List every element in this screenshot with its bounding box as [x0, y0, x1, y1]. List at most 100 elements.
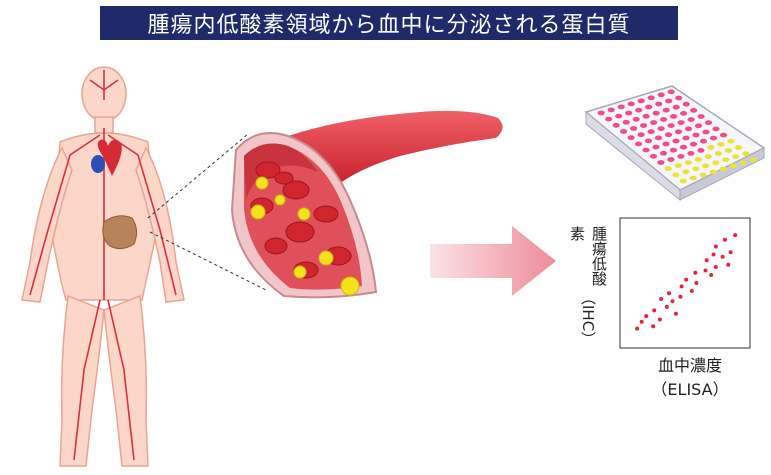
plate-well — [672, 139, 679, 144]
plate-well — [662, 142, 669, 147]
plate-well — [705, 154, 712, 159]
scatter-point — [714, 265, 718, 269]
plate-well — [660, 117, 667, 122]
plate-well — [685, 126, 692, 131]
plate-well — [712, 126, 719, 131]
plate-well — [673, 105, 680, 110]
scatter-ylabel-line: （IHC） — [577, 290, 599, 346]
plate-well — [688, 117, 695, 122]
scatter-point — [721, 255, 725, 259]
plate-well — [643, 114, 650, 119]
plate-well — [682, 136, 689, 141]
plate-well — [650, 154, 657, 159]
plate-well — [710, 136, 717, 141]
plate-well — [663, 108, 670, 113]
plate-well — [690, 108, 697, 113]
plate-well — [707, 145, 714, 150]
plate-well — [640, 123, 647, 128]
scatter-point — [712, 253, 716, 257]
plate-well — [682, 169, 689, 174]
plate-well — [690, 176, 697, 181]
plate-well — [712, 160, 719, 165]
plate-well — [700, 173, 707, 178]
plate-well — [638, 132, 645, 137]
plate-well — [638, 99, 645, 104]
plate-well — [620, 129, 627, 134]
plate-well — [633, 117, 640, 122]
plate-well — [700, 139, 707, 144]
scatter-ylabel: 腫瘍低酸素（IHC） — [566, 226, 610, 346]
scatter-point — [674, 312, 678, 316]
plate-well — [672, 173, 679, 178]
plate-well — [605, 117, 612, 122]
plate-well — [695, 157, 702, 162]
plate-well — [667, 157, 674, 162]
plate-well — [630, 126, 637, 131]
scatter-point — [652, 308, 656, 312]
plate-well — [653, 111, 660, 116]
plate-well — [660, 151, 667, 156]
plate-well — [615, 114, 622, 119]
scatter-point — [723, 238, 727, 242]
scatter-point — [694, 281, 698, 285]
plate-well — [680, 111, 687, 116]
scatter-point — [726, 263, 730, 267]
plate-well — [680, 179, 687, 184]
arrow-icon — [430, 226, 556, 296]
scatter-point — [690, 289, 694, 293]
plate-well — [677, 154, 684, 159]
plate-well — [658, 92, 665, 97]
scatter-point — [714, 245, 718, 249]
microplate-icon — [586, 86, 764, 200]
plate-well — [687, 151, 694, 156]
scatter-point — [640, 320, 644, 324]
plate-well — [695, 123, 702, 128]
plate-well — [665, 166, 672, 171]
scatter-point — [671, 299, 675, 303]
plate-well — [742, 151, 749, 156]
plate-well — [697, 148, 704, 153]
plate-well — [628, 135, 635, 140]
scatter-point — [709, 273, 713, 277]
plate-well — [668, 89, 675, 94]
plate-well — [645, 139, 652, 144]
plate-well — [648, 95, 655, 100]
scatter-point — [678, 295, 682, 299]
scatter-ylabel-line: 腫瘍低酸素 — [566, 226, 610, 290]
plate-well — [655, 136, 662, 141]
plate-well — [685, 160, 692, 165]
plate-well — [665, 99, 672, 104]
scatter-point — [644, 314, 648, 318]
tumor-icon — [103, 216, 137, 249]
scatter-plot-frame — [620, 218, 750, 348]
plate-well — [670, 148, 677, 153]
plate-well — [727, 139, 734, 144]
plate-well — [683, 102, 690, 107]
plate-well — [657, 160, 664, 165]
plate-well — [665, 132, 672, 137]
scatter-point — [667, 291, 671, 295]
scatter-point — [635, 327, 639, 331]
plate-well — [675, 129, 682, 134]
plate-well — [628, 102, 635, 107]
scatter-point — [651, 324, 655, 328]
plate-well — [715, 151, 722, 156]
scatter-point — [705, 258, 709, 262]
plate-well — [732, 154, 739, 159]
plate-well — [623, 120, 630, 125]
plate-well — [705, 120, 712, 125]
plate-well — [658, 126, 665, 131]
plate-well — [598, 111, 605, 116]
plate-well — [702, 130, 709, 135]
plate-well — [613, 123, 620, 128]
scatter-point — [693, 271, 697, 275]
plate-well — [650, 120, 657, 125]
plate-well — [710, 170, 717, 175]
plate-well — [680, 145, 687, 150]
plate-well — [618, 105, 625, 110]
scatter-point — [684, 278, 688, 282]
plate-well — [608, 108, 615, 113]
plate-well — [722, 157, 729, 162]
plate-well — [655, 102, 662, 107]
